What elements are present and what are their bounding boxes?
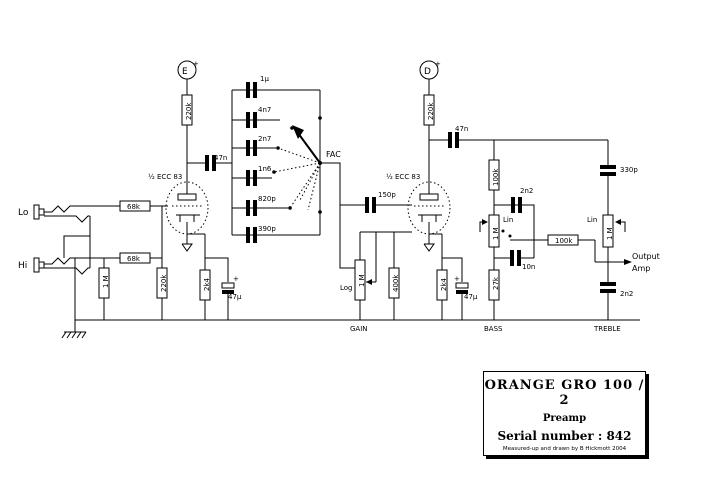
resistor-1m-input: 1 M	[98, 267, 110, 299]
tube-v2: ½ ECC 83	[386, 173, 451, 235]
svg-text:47n: 47n	[455, 125, 468, 133]
capacitor-47n-2: 47n	[448, 125, 468, 148]
resistor-27k: 27k	[488, 269, 500, 301]
svg-text:220k: 220k	[427, 102, 435, 120]
fac-cap-1n6: 1n6	[232, 165, 272, 186]
svg-text:220k: 220k	[185, 102, 193, 120]
supply-d-plus: D +	[419, 60, 441, 80]
control-gain: GAIN	[350, 325, 368, 333]
brand-name: ORANGE	[484, 378, 556, 393]
resistor-220k-anode-2: 220k	[423, 94, 435, 126]
svg-text:4n7: 4n7	[258, 106, 271, 114]
svg-text:47µ: 47µ	[464, 293, 478, 301]
svg-text:1 M: 1 M	[102, 275, 110, 288]
gain-taper: Log	[340, 284, 353, 292]
input-label-lo: Lo	[18, 208, 29, 218]
svg-text:E: E	[182, 67, 188, 77]
svg-text:1n6: 1n6	[258, 165, 272, 173]
svg-text:47n: 47n	[214, 154, 227, 162]
treble-pot: 1 M Lin	[587, 214, 626, 248]
capacitor-2n2-treble: 2n2	[600, 282, 633, 298]
resistor-2k4-cathode-1: 2k4	[199, 269, 211, 301]
resistor-100k-tone: 100k	[488, 159, 500, 191]
svg-text:100k: 100k	[492, 168, 500, 186]
input-jack-hi: Hi	[18, 257, 120, 275]
svg-text:400k: 400k	[392, 274, 400, 292]
model-name: GRO 100 / 2	[559, 378, 645, 408]
input-jack-lo: Lo	[18, 204, 120, 223]
ground-bus	[61, 319, 640, 339]
svg-text:68k: 68k	[127, 255, 141, 263]
svg-text:2k4: 2k4	[440, 277, 448, 291]
input-label-hi: Hi	[18, 261, 27, 271]
svg-text:+: +	[435, 60, 441, 68]
svg-text:150p: 150p	[378, 191, 396, 199]
svg-text:+: +	[454, 275, 460, 283]
fac-cap-2n7: 2n7	[232, 135, 276, 156]
resistor-100k-mid: 100k	[547, 234, 579, 246]
capacitor-330p: 330p	[600, 165, 638, 176]
fac-rotary-switch: FAC	[272, 116, 341, 214]
tube-v2-label: ½ ECC 83	[386, 173, 420, 181]
svg-text:1 M: 1 M	[492, 227, 500, 240]
svg-text:D: D	[424, 67, 431, 77]
output-label-1: Output	[632, 252, 660, 261]
svg-text:1 M: 1 M	[358, 274, 366, 287]
fac-cap-390p: 390p	[246, 225, 276, 243]
svg-text:100k: 100k	[555, 237, 573, 245]
svg-text:390p: 390p	[258, 225, 276, 233]
capacitor-47n-1: 47n	[205, 154, 227, 171]
svg-text:+: +	[233, 275, 239, 283]
capacitor-47u-1: + 47µ	[221, 275, 242, 301]
title-block: ORANGE GRO 100 / 2 Preamp Serial number …	[483, 371, 646, 456]
svg-text:220k: 220k	[160, 274, 168, 292]
bass-pot: 1 M Lin	[479, 214, 513, 248]
tube-v1-label: ½ ECC 83	[148, 173, 182, 181]
serial-line: Serial number : 842	[484, 429, 645, 443]
title-brand-line: ORANGE GRO 100 / 2	[484, 378, 645, 408]
supply-e-plus: E +	[177, 60, 199, 80]
credit-line: Measured-up and drawn by B Hickmott 2004	[502, 446, 627, 452]
resistor-68k-lo: 68k	[119, 200, 151, 212]
bass-taper: Lin	[503, 216, 513, 224]
resistor-220k-anode-1: 220k	[181, 94, 193, 126]
svg-text:2n2: 2n2	[520, 187, 533, 195]
fac-cap-4n7: 4n7	[232, 106, 280, 128]
treble-taper: Lin	[587, 216, 597, 224]
svg-text:2n7: 2n7	[258, 135, 271, 143]
svg-text:+: +	[193, 60, 199, 68]
serial-label: Serial number :	[497, 429, 603, 443]
resistor-400k: 400k	[388, 267, 400, 299]
resistor-68k-hi: 68k	[119, 252, 151, 264]
tube-v1: ½ ECC 83	[148, 173, 209, 235]
svg-text:1µ: 1µ	[260, 75, 269, 83]
gain-pot: 1 M Log	[340, 232, 377, 320]
fac-cap-1u: 1µ	[246, 75, 269, 98]
svg-text:820p: 820p	[258, 195, 276, 203]
control-treble: TREBLE	[593, 325, 621, 333]
svg-text:27k: 27k	[492, 276, 500, 290]
capacitor-47u-2: + 47µ	[454, 275, 478, 301]
capacitor-10n: 10n	[510, 250, 535, 271]
serial-value: 842	[606, 429, 632, 443]
output-label-2: Amp	[632, 264, 650, 273]
resistor-2k4-cathode-2: 2k4	[436, 269, 448, 301]
capacitor-150p: 150p	[365, 191, 396, 213]
svg-text:1 M: 1 M	[606, 227, 614, 240]
control-bass: BASS	[484, 325, 503, 333]
resistor-220k-grid: 220k	[156, 267, 168, 299]
section-name: Preamp	[542, 413, 587, 424]
svg-text:10n: 10n	[522, 263, 535, 271]
fac-cap-820p: 820p	[232, 195, 288, 216]
svg-text:330p: 330p	[620, 166, 638, 174]
svg-text:2n2: 2n2	[620, 290, 633, 298]
svg-text:47µ: 47µ	[228, 293, 242, 301]
svg-text:68k: 68k	[127, 203, 141, 211]
fac-label: FAC	[326, 150, 341, 159]
svg-text:2k4: 2k4	[203, 277, 211, 291]
capacitor-2n2: 2n2	[511, 187, 533, 213]
